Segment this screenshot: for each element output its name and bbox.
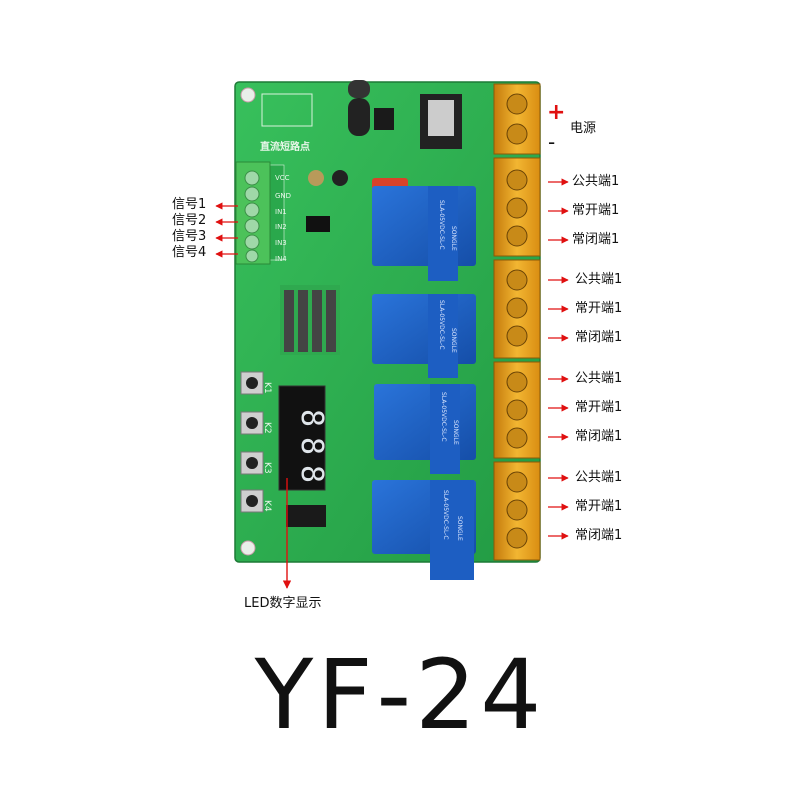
terminal-common-label: 公共端1 [572, 174, 620, 189]
terminal-common-label: 公共端1 [575, 470, 623, 485]
relay-brand: SONGLE [452, 420, 459, 445]
signal-arrows [215, 202, 238, 258]
pin-silk: VCC GND IN1 IN2 IN3 IN4 [275, 174, 291, 263]
terminal-common-label: 公共端1 [575, 371, 623, 386]
pin-label: IN2 [275, 223, 287, 231]
relay-1 [372, 186, 476, 281]
terminal-no-label: 常开端1 [572, 203, 620, 218]
terminal-no-label: 常开端1 [575, 499, 623, 514]
terminal-nc-label: 常闭端1 [575, 528, 623, 543]
output-terminal-3 [493, 361, 541, 459]
power-label: 电源 [570, 121, 597, 136]
svg-text:8: 8 [294, 437, 329, 455]
short-circuit-silk: 直流短路点 [260, 140, 310, 153]
terminal-nc-label: 常闭端1 [572, 232, 620, 247]
button-label: K1 [262, 382, 272, 394]
relay-brand: SONGLE [450, 226, 457, 251]
pin-label: IN1 [275, 208, 287, 216]
power-plus-sign: + [547, 100, 566, 125]
led-display: 8 8 8 [278, 385, 329, 491]
relay-4 [372, 480, 476, 580]
relay-model: SLA-05VDC-SL-C [440, 392, 447, 442]
terminal-no-label: 常开端1 [575, 301, 623, 316]
capacitor [348, 80, 370, 136]
signal-label-1: 信号1 [172, 197, 207, 212]
output-terminal-1 [493, 157, 541, 257]
terminal-nc-label: 常闭端1 [575, 429, 623, 444]
signal-input-terminal [235, 161, 271, 265]
relay-2 [372, 294, 476, 378]
button-label: K2 [262, 422, 272, 434]
pin-label: IN3 [275, 239, 287, 247]
pin-label: VCC [275, 174, 290, 182]
button-label: K4 [262, 500, 272, 512]
signal-label-2: 信号2 [172, 213, 207, 228]
relay-brand: SONGLE [450, 328, 457, 353]
pin-label: IN4 [275, 255, 287, 263]
button-silk: K1 K2 K3 K4 [262, 382, 272, 512]
button-label: K3 [262, 462, 272, 474]
terminal-common-label: 公共端1 [575, 272, 623, 287]
svg-text:8: 8 [294, 465, 329, 483]
terminal-nc-label: 常闭端1 [575, 330, 623, 345]
output-terminal-4 [493, 461, 541, 561]
relay-brand: SONGLE [456, 516, 463, 541]
output-terminal-2 [493, 259, 541, 359]
resistor-array [280, 285, 340, 355]
push-buttons [240, 371, 264, 513]
model-title: YF-24 [254, 639, 546, 751]
terminal-arrows [548, 178, 569, 540]
signal-label-4: 信号4 [172, 245, 207, 260]
power-terminal [493, 83, 541, 155]
signal-label-3: 信号3 [172, 229, 207, 244]
relay-model: SLA-05VDC-SL-C [438, 200, 445, 250]
relay-model: SLA-05VDC-SL-C [442, 490, 449, 540]
terminal-no-label: 常开端1 [575, 400, 623, 415]
led-display-label: LED数字显示 [244, 596, 322, 611]
svg-text:8: 8 [294, 409, 329, 427]
relay-3 [374, 384, 476, 474]
pin-label: GND [275, 192, 291, 200]
power-minus-sign: - [548, 130, 556, 154]
relay-model: SLA-05VDC-SL-C [438, 300, 445, 350]
relay-silk: SONGLE SLA-05VDC-SL-C SONGLE SLA-05VDC-S… [438, 200, 463, 541]
